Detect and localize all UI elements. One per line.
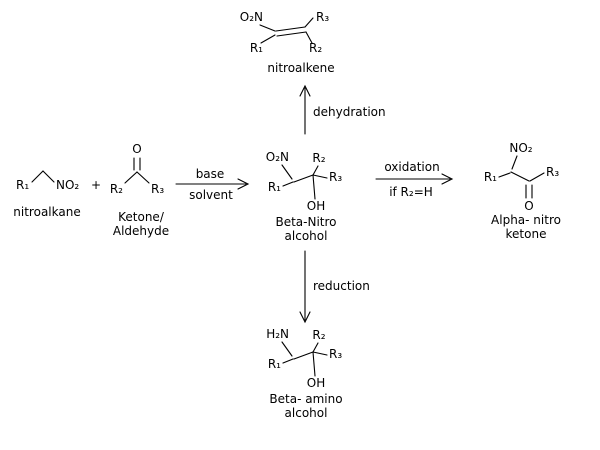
nitroalkane-structure: R₁ NO₂ nitroalkane — [13, 170, 81, 219]
r3-atom-label: R₃ — [546, 165, 559, 179]
arrowhead-down-icon — [299, 311, 311, 324]
bond — [312, 174, 328, 179]
r2-atom-label: R₂ — [309, 41, 322, 55]
r2-atom-label: R₂ — [312, 151, 325, 165]
double-bond-line — [276, 31, 307, 37]
bond — [510, 171, 530, 182]
oxidation-arrow: oxidation if R₂=H — [375, 160, 454, 199]
dehydration-arrow: dehydration — [299, 84, 386, 135]
molecule-name-line2: Aldehyde — [113, 224, 169, 238]
bond — [529, 172, 545, 182]
bond — [293, 351, 314, 360]
bond — [305, 31, 313, 44]
r1-atom-label: R₁ — [250, 41, 263, 55]
r2-atom-label: R₂ — [312, 328, 325, 342]
reaction-condition-label: dehydration — [313, 105, 386, 119]
oxygen-atom-label: O — [524, 199, 533, 213]
molecule-name-line1: Beta-Nitro — [275, 215, 336, 229]
bond — [281, 164, 293, 180]
arrowhead-up-icon — [299, 84, 311, 97]
plus-operator: + — [91, 178, 101, 192]
base-solvent-arrow: base solvent — [175, 167, 250, 202]
molecule-name-line1: Beta- amino — [269, 392, 342, 406]
molecule-name-line1: Ketone/ — [118, 210, 165, 224]
hydroxyl-group-label: OH — [307, 376, 325, 390]
beta-amino-alcohol-structure: H₂N R₁ R₂ R₃ OH Beta- amino alcohol — [266, 327, 342, 420]
oxygen-atom-label: O — [132, 142, 141, 156]
bond — [511, 155, 518, 170]
nitro-group-label: O₂N — [240, 10, 263, 24]
bond — [312, 351, 328, 356]
r2-atom-label: R₂ — [110, 182, 123, 196]
r3-atom-label: R₃ — [151, 182, 164, 196]
alpha-nitro-ketone-structure: NO₂ R₁ O R₃ Alpha- nitro ketone — [484, 141, 561, 241]
bond — [312, 351, 316, 377]
bond — [304, 17, 314, 28]
bond — [124, 171, 138, 184]
r1-atom-label: R₁ — [16, 178, 29, 192]
bond — [293, 174, 314, 183]
molecule-name-line2: ketone — [506, 227, 547, 241]
bond — [259, 24, 276, 32]
bond — [282, 181, 294, 187]
reagent-above-label: base — [196, 167, 225, 181]
bond — [136, 171, 150, 184]
molecule-name-line1: Alpha- nitro — [491, 213, 561, 227]
nitro-group-label: NO₂ — [509, 141, 532, 155]
bond — [498, 172, 511, 178]
beta-nitro-alcohol-structure: O₂N R₁ R₂ R₃ OH Beta-Nitro alcohol — [266, 150, 343, 243]
r1-atom-label: R₁ — [268, 180, 281, 194]
amino-group-label: H₂N — [266, 327, 289, 341]
molecule-name: nitroalkane — [13, 205, 80, 219]
nitro-group-label: NO₂ — [56, 178, 79, 192]
arrowhead-right-icon — [441, 173, 454, 185]
reaction-requirement-label: if R₂=H — [389, 185, 433, 199]
double-bond-line — [275, 26, 306, 32]
reduction-arrow: reduction — [299, 250, 370, 324]
bond — [42, 170, 55, 183]
bond — [312, 174, 316, 200]
reaction-condition-label: reduction — [313, 279, 370, 293]
bond — [282, 358, 294, 364]
arrowhead-right-icon — [237, 178, 250, 190]
r3-atom-label: R₃ — [316, 10, 329, 24]
molecule-name: nitroalkene — [267, 61, 334, 75]
bond — [260, 34, 276, 44]
nitro-group-label: O₂N — [266, 150, 289, 164]
reagent-below-label: solvent — [189, 188, 233, 202]
ketone-aldehyde-structure: O R₂ R₃ Ketone/ Aldehyde — [110, 142, 169, 238]
bond — [312, 165, 319, 176]
bond — [281, 341, 293, 357]
reaction-condition-label: oxidation — [384, 160, 439, 174]
r1-atom-label: R₁ — [484, 170, 497, 184]
bond — [31, 170, 44, 183]
r1-atom-label: R₁ — [268, 357, 281, 371]
hydroxyl-group-label: OH — [307, 199, 325, 213]
nitroalkene-structure: O₂N R₃ R₁ R₂ nitroalkene — [240, 10, 335, 75]
bond — [312, 342, 319, 353]
r3-atom-label: R₃ — [329, 170, 342, 184]
molecule-name-line2: alcohol — [285, 406, 328, 420]
r3-atom-label: R₃ — [329, 347, 342, 361]
molecule-name-line2: alcohol — [285, 229, 328, 243]
